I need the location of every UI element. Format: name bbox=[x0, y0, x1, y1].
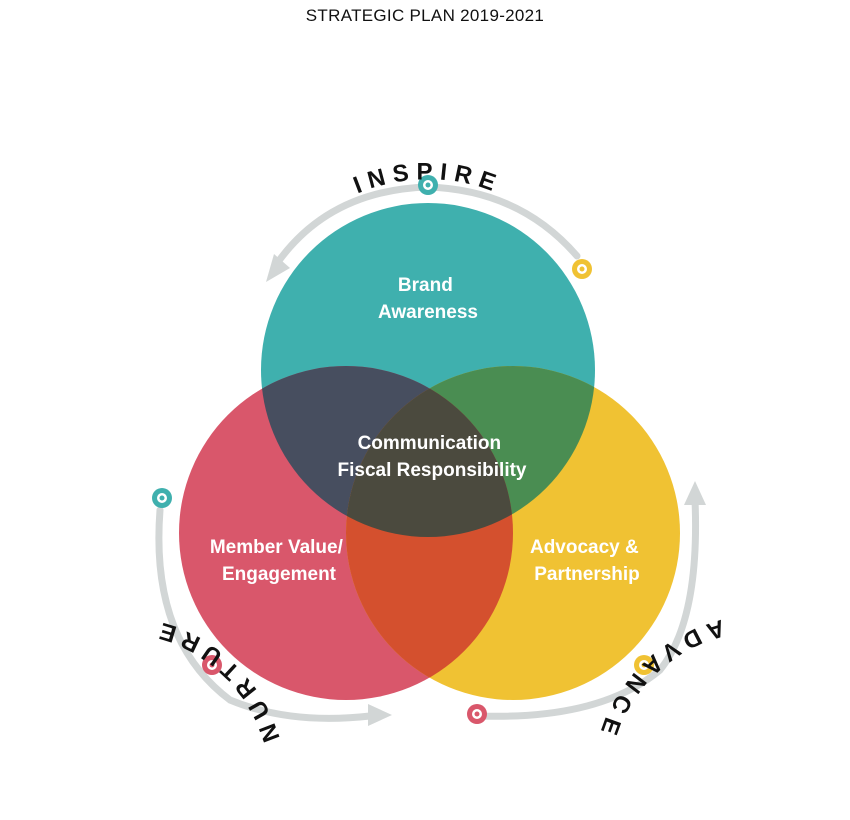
advocacy-line2: Partnership bbox=[534, 564, 640, 585]
overlap-center bbox=[346, 366, 513, 537]
center-line2: Fiscal Responsibility bbox=[338, 460, 527, 481]
member-line1: Member Value/ bbox=[210, 537, 344, 558]
advocacy-line1: Advocacy & bbox=[530, 537, 639, 558]
advocacy-label: Advocacy & Partnership bbox=[530, 537, 644, 585]
center-label: Communication Fiscal Responsibility bbox=[338, 433, 527, 481]
brand-line1: Brand bbox=[398, 275, 453, 296]
nurture-arrowhead bbox=[368, 704, 392, 726]
marker-teal-top bbox=[418, 175, 438, 195]
marker-yellow-top bbox=[572, 259, 592, 279]
marker-pink-left bbox=[202, 655, 222, 675]
page-title: STRATEGIC PLAN 2019-2021 bbox=[305, 6, 545, 25]
member-line2: Engagement bbox=[222, 564, 337, 585]
inspire-arrowhead bbox=[266, 254, 290, 282]
member-value-label: Member Value/ Engagement bbox=[210, 537, 348, 585]
brand-line2: Awareness bbox=[378, 302, 478, 323]
advance-arrowhead bbox=[684, 481, 706, 505]
brand-awareness-label: Brand Awareness bbox=[378, 275, 478, 323]
marker-teal-left bbox=[152, 488, 172, 508]
nurture-arc bbox=[155, 506, 374, 722]
advance-arc bbox=[476, 496, 700, 720]
marker-yellow-right bbox=[634, 655, 654, 675]
arc-markers bbox=[152, 175, 654, 724]
marker-pink-bottom bbox=[467, 704, 487, 724]
center-line1: Communication bbox=[358, 433, 502, 454]
